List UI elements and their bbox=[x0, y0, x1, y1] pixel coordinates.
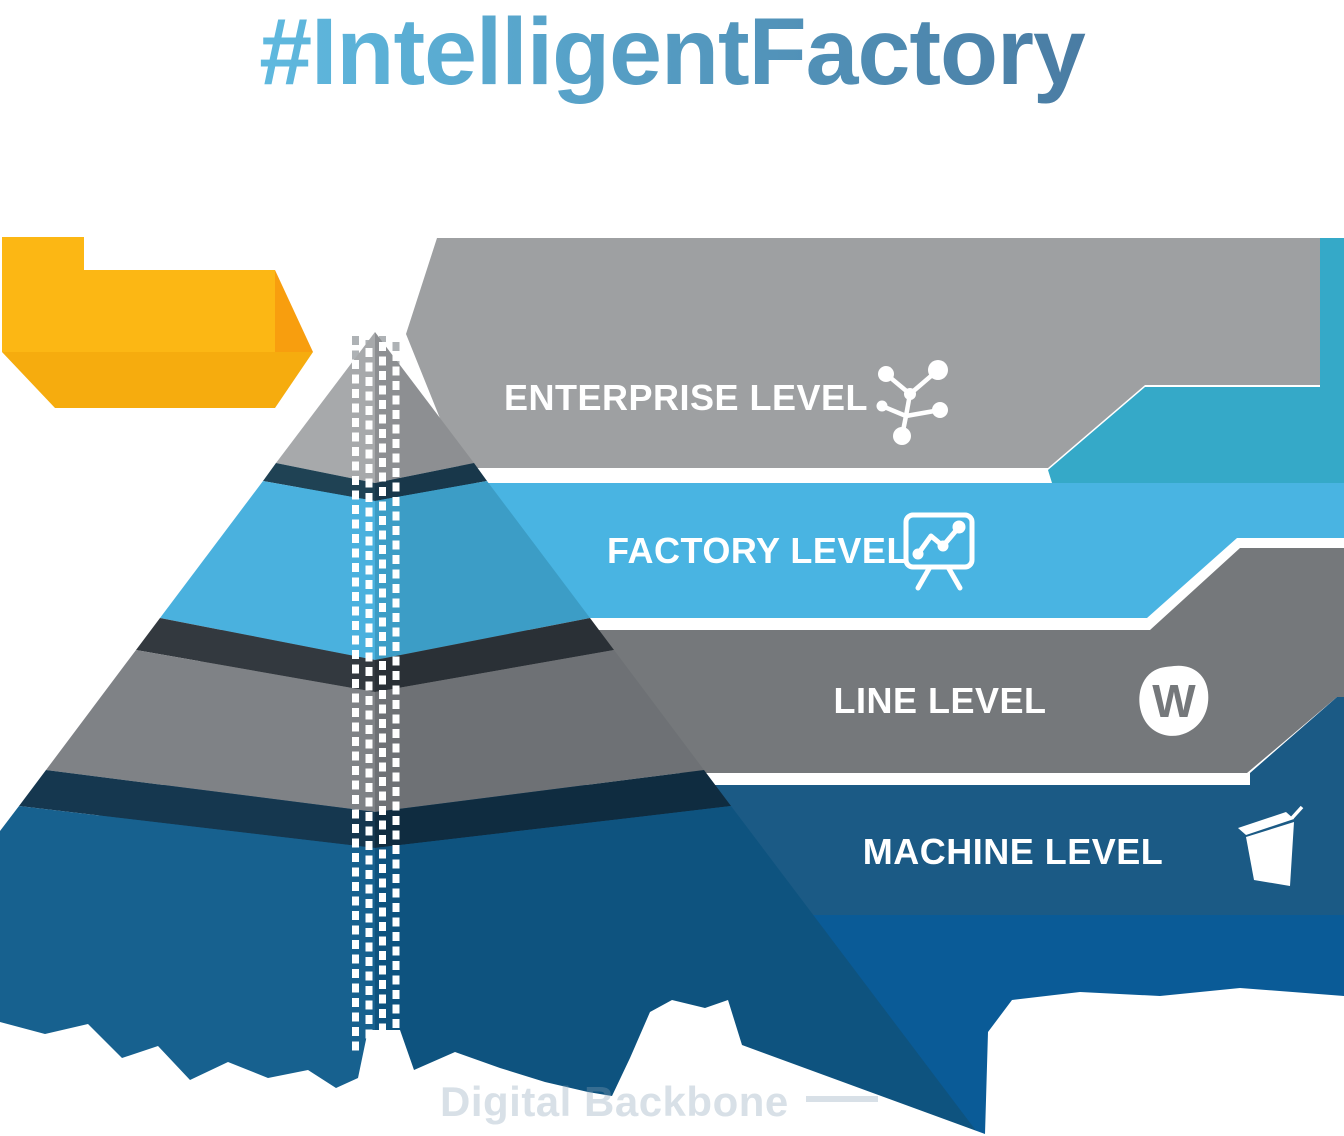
yellow-banner-fold bbox=[275, 270, 313, 352]
label-enterprise-level: ENTERPRISE LEVEL bbox=[504, 377, 868, 418]
digital-backbone-label: Digital Backbone bbox=[440, 1078, 789, 1125]
pyramid-separator3-right bbox=[375, 770, 731, 848]
pyramid-line-left-face bbox=[46, 650, 375, 812]
bottom-white-mask bbox=[0, 988, 1344, 1136]
yellow-banner-top-face bbox=[2, 237, 275, 352]
label-line-level: LINE LEVEL bbox=[833, 680, 1046, 721]
yellow-banner-bottom-face bbox=[2, 352, 313, 408]
label-factory-level: FACTORY LEVEL bbox=[607, 530, 909, 571]
wonderware-w-letter: W bbox=[1152, 675, 1196, 727]
ribbon-enterprise bbox=[406, 238, 1320, 468]
wonderware-w-icon: W bbox=[1139, 665, 1209, 736]
digital-backbone-label-group: Digital Backbone bbox=[440, 1078, 878, 1125]
network-icon bbox=[876, 360, 948, 445]
ribbon-enterprise-step bbox=[1048, 238, 1344, 483]
pyramid-separator1-left bbox=[263, 463, 375, 501]
pyramid-factory-right-face bbox=[375, 481, 590, 660]
pyramid-line-right-face bbox=[375, 650, 704, 812]
pyramid-machine-right-face bbox=[375, 806, 980, 1136]
pyramid-separator2-left bbox=[136, 618, 375, 692]
pyramid-separator1-right bbox=[375, 463, 487, 501]
pyramid bbox=[0, 332, 980, 1136]
pyramid-factory-left-face bbox=[160, 481, 375, 660]
page-title: #IntelligentFactory bbox=[259, 0, 1086, 105]
pyramid-separator2-right bbox=[375, 618, 614, 692]
pyramid-separator3-left bbox=[19, 770, 375, 848]
pyramid-apex-right-face bbox=[375, 332, 474, 483]
digital-backbone-dash bbox=[806, 1096, 878, 1102]
label-machine-level: MACHINE LEVEL bbox=[863, 831, 1164, 872]
machine-box-icon bbox=[1238, 805, 1304, 886]
yellow-banner bbox=[2, 237, 313, 408]
data-flow-dotted-line bbox=[352, 342, 400, 1052]
pyramid-apex-left-face bbox=[276, 332, 375, 483]
presentation-chart-icon bbox=[903, 512, 975, 591]
